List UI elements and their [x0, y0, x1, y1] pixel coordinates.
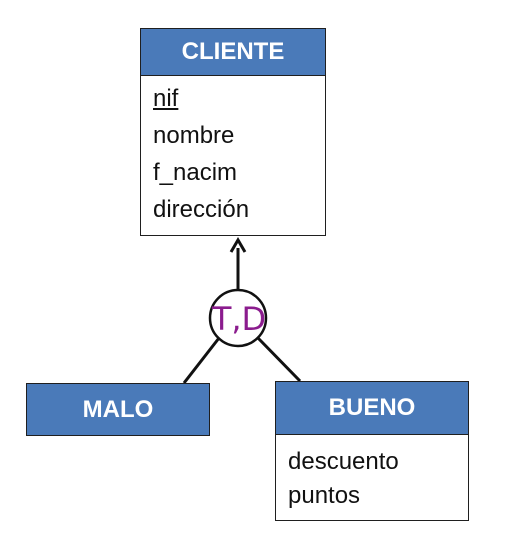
- attribute-descuento: descuento: [288, 448, 399, 475]
- attribute-f-nacim: f_nacim: [153, 159, 238, 186]
- entity-cliente-attributes: nif nombre f_nacim dirección: [141, 76, 325, 228]
- entity-malo: MALO: [26, 383, 210, 436]
- entity-cliente: CLIENTE nif nombre f_nacim dirección: [140, 28, 326, 236]
- arrowhead-icon: [229, 237, 247, 253]
- entity-malo-name: MALO: [27, 384, 209, 435]
- entity-bueno-name: BUENO: [276, 382, 468, 435]
- subtype-link-malo: [182, 337, 221, 384]
- specialization-circle: [208, 288, 268, 348]
- attribute-direccion: dirección: [153, 196, 250, 223]
- specialization-constraint-label: T,D: [211, 300, 267, 338]
- attribute-nombre: nombre: [153, 122, 235, 149]
- entity-bueno-attributes: descuento puntos: [276, 435, 468, 513]
- entity-bueno: BUENO descuento puntos: [275, 381, 469, 521]
- subtype-link-bueno: [256, 336, 302, 383]
- attribute-nif-primary-key: nif: [153, 85, 179, 112]
- entity-cliente-name: CLIENTE: [141, 29, 325, 76]
- attribute-puntos: puntos: [288, 482, 361, 509]
